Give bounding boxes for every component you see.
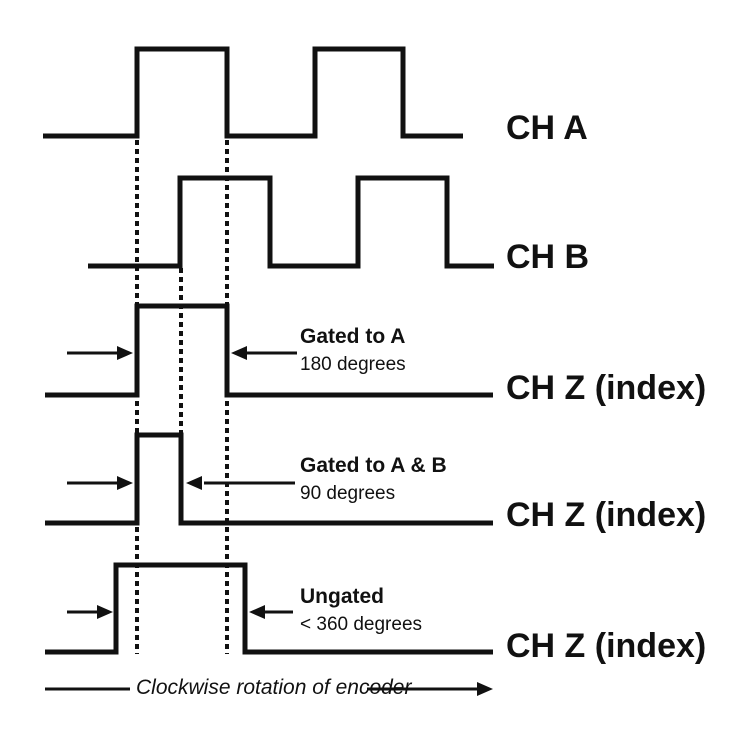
ch-z-gated-a-label: CH Z (index) [506,369,707,407]
ch-z-gated-a-waveform [45,303,493,398]
arrow-left-icon [186,476,202,490]
gated-a-title: Gated to A [300,325,406,348]
ch-z-gated-ab-label: CH Z (index) [506,496,707,534]
ungated-degrees: < 360 degrees [300,614,423,635]
arrow-left-icon [231,346,247,360]
arrow-right-icon [477,682,493,696]
arrow-left-icon [249,605,265,619]
rotation-direction-arrow [45,682,493,696]
arrow-right-icon [117,476,133,490]
ch-z-ungated-waveform [45,562,493,655]
ch-b-label: CH B [506,238,590,276]
gated-ab-annotation: Gated to A & B 90 degrees [300,455,447,504]
ungated-width-arrows [67,605,293,619]
gated-ab-degrees: 90 degrees [300,483,396,504]
gated-a-width-arrows [67,346,297,360]
ch-a-waveform [43,46,463,139]
rotation-caption: Clockwise rotation of encoder [136,676,412,699]
gated-ab-width-arrows [67,476,295,490]
gated-a-annotation: Gated to A 180 degrees [300,326,406,375]
gated-ab-title: Gated to A & B [300,454,447,477]
ch-z-gated-ab-waveform [45,432,493,526]
ch-z-ungated-label: CH Z (index) [506,627,707,665]
ch-a-label: CH A [506,109,588,147]
arrow-right-icon [117,346,133,360]
arrow-right-icon [97,605,113,619]
ch-b-waveform [88,175,494,269]
ungated-annotation: Ungated < 360 degrees [300,586,422,635]
gated-a-degrees: 180 degrees [300,354,406,375]
ungated-title: Ungated [300,585,384,608]
